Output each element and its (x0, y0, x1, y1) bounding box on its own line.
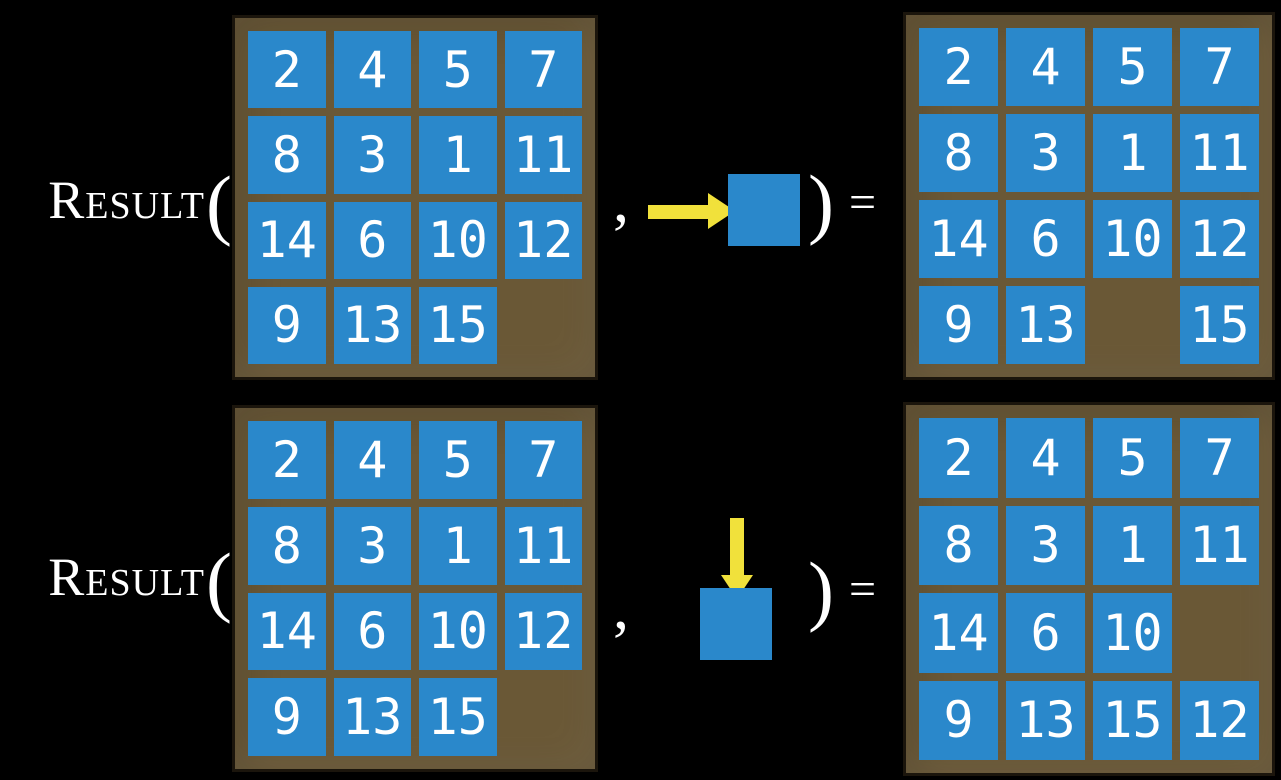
tile-14: 14 (919, 200, 998, 278)
tile-1: 1 (419, 506, 497, 585)
function-name-text: Result (48, 170, 206, 230)
function-name-text: Result (48, 547, 206, 607)
tile-9: 9 (919, 680, 998, 760)
tile-4: 4 (1006, 28, 1085, 106)
tile-7: 7 (504, 31, 582, 109)
tile-3: 3 (333, 506, 411, 585)
tile-4: 4 (1006, 418, 1085, 498)
tile-2: 2 (248, 31, 326, 109)
tile-5: 5 (1093, 28, 1172, 106)
equals-sign: = (848, 176, 877, 229)
result-function-label-row2: Result ( (48, 537, 232, 624)
empty-cell (1093, 286, 1172, 364)
tile-10: 10 (1093, 200, 1172, 278)
tile-13: 13 (333, 678, 411, 756)
tile-7: 7 (504, 421, 582, 499)
move-down-arrow-icon (721, 518, 753, 599)
tile-6: 6 (333, 201, 411, 279)
tile-14: 14 (248, 592, 326, 671)
empty-cell (505, 287, 583, 364)
comma-row1: , (613, 164, 629, 235)
tile-12: 12 (504, 592, 582, 671)
tile-12: 12 (504, 201, 582, 279)
tile-5: 5 (1093, 418, 1172, 498)
tile-11: 11 (1180, 505, 1259, 585)
close-paren-equals-row1: ) = (808, 159, 877, 246)
tile-14: 14 (248, 201, 326, 279)
tile-7: 7 (1180, 418, 1259, 498)
tile-10: 10 (1093, 593, 1172, 673)
tile-10: 10 (419, 201, 497, 279)
tile-8: 8 (248, 116, 326, 194)
empty-cell (505, 678, 583, 756)
close-paren-equals-row2: ) = (808, 546, 877, 633)
tile-14: 14 (919, 593, 998, 673)
empty-cell (1180, 593, 1259, 673)
result-function-label-row1: Result ( (48, 160, 232, 247)
tile-2: 2 (919, 28, 998, 106)
tile-15: 15 (1093, 680, 1172, 760)
tile-11: 11 (1180, 114, 1259, 192)
tile-15: 15 (1180, 286, 1259, 364)
tile-8: 8 (919, 114, 998, 192)
tile-4: 4 (333, 31, 411, 109)
tile-13: 13 (333, 286, 411, 364)
equals-sign: = (848, 563, 877, 616)
tile-1: 1 (419, 116, 497, 194)
moved-tile-square-row1 (728, 174, 800, 246)
tile-1: 1 (1093, 505, 1172, 585)
tile-2: 2 (248, 421, 326, 499)
tile-15: 15 (419, 286, 497, 364)
tile-10: 10 (419, 592, 497, 671)
tile-3: 3 (1006, 114, 1085, 192)
tile-5: 5 (419, 31, 497, 109)
tile-8: 8 (919, 505, 998, 585)
tile-4: 4 (333, 421, 411, 499)
arrow-shaft (730, 518, 744, 577)
tile-2: 2 (919, 418, 998, 498)
tile-7: 7 (1180, 28, 1259, 106)
arrow-shaft (648, 205, 710, 219)
tile-12: 12 (1180, 680, 1259, 760)
move-right-arrow-icon (648, 193, 736, 229)
tile-6: 6 (333, 592, 411, 671)
tile-11: 11 (504, 116, 582, 194)
tile-5: 5 (419, 421, 497, 499)
tile-9: 9 (248, 286, 326, 364)
tile-15: 15 (419, 678, 497, 756)
tile-11: 11 (504, 506, 582, 585)
tile-3: 3 (1006, 505, 1085, 585)
tile-13: 13 (1006, 286, 1085, 364)
tile-1: 1 (1093, 114, 1172, 192)
tile-13: 13 (1006, 680, 1085, 760)
tile-8: 8 (248, 506, 326, 585)
tile-12: 12 (1180, 200, 1259, 278)
tile-9: 9 (248, 678, 326, 756)
tile-6: 6 (1006, 200, 1085, 278)
comma-row2: , (613, 571, 629, 642)
tile-6: 6 (1006, 593, 1085, 673)
moved-tile-square-row2 (700, 588, 772, 660)
tile-3: 3 (333, 116, 411, 194)
tile-9: 9 (919, 286, 998, 364)
